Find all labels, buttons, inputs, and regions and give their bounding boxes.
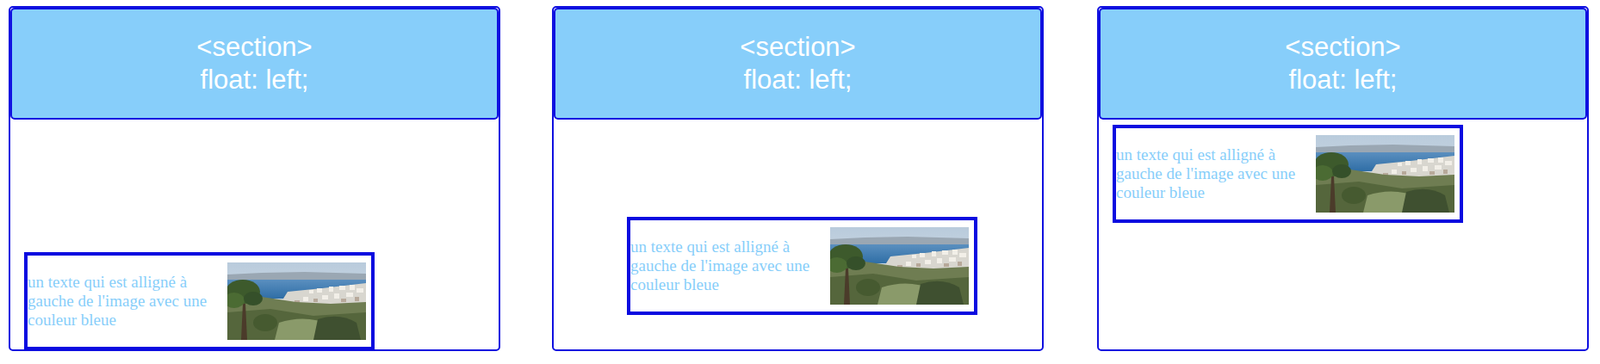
paragraph-text: un texte qui est alligné à gauche de l'i…	[630, 237, 819, 295]
section-panel: <section> float: left; un texte qui est a…	[8, 6, 501, 352]
float-box: un texte qui est alligné à gauche de l'i…	[626, 217, 978, 316]
header-text: <section> float: left;	[712, 31, 885, 97]
section-panel: <section> float: left; un texte qui est a…	[551, 6, 1044, 352]
header-text: <section> float: left;	[168, 31, 342, 97]
paragraph-text: un texte qui est alligné à gauche de l'i…	[27, 272, 216, 330]
landscape-photo	[826, 227, 969, 305]
float-box: un texte qui est alligné à gauche de l'i…	[1112, 124, 1464, 224]
header-band: <section> float: left;	[1098, 7, 1588, 120]
landscape-photo	[1312, 135, 1455, 213]
header-text: <section> float: left;	[1257, 31, 1430, 97]
section-panel: <section> float: left; un texte qui est a…	[1097, 6, 1589, 352]
header-band: <section> float: left;	[553, 7, 1042, 120]
paragraph-text: un texte qui est alligné à gauche de l'i…	[1116, 145, 1304, 203]
float-box: un texte qui est alligné à gauche de l'i…	[24, 252, 375, 351]
header-band: <section> float: left;	[10, 7, 499, 120]
landscape-photo	[223, 262, 366, 341]
